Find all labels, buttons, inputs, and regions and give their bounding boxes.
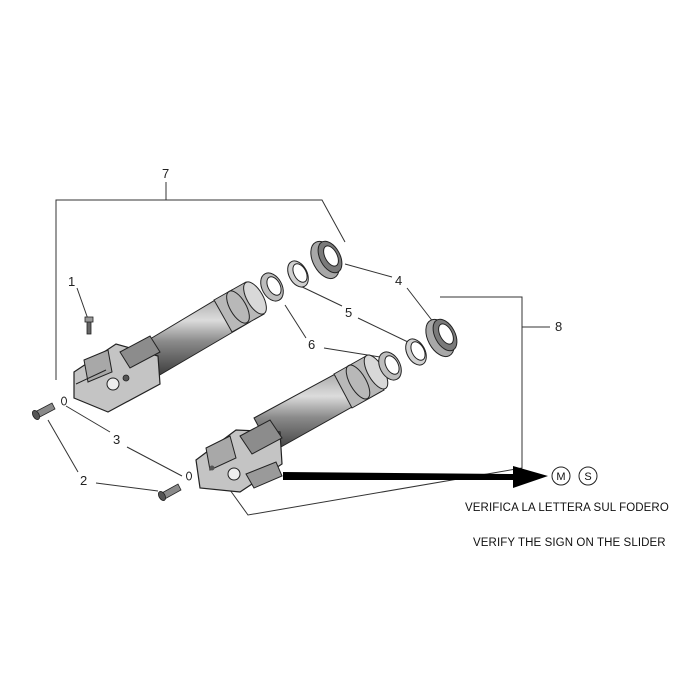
- marking-circles: M S: [551, 466, 598, 486]
- leader-lines: [47, 182, 550, 516]
- seal-set-lower: [378, 318, 458, 381]
- arrow-marking: [283, 466, 548, 488]
- callout-6: 6: [308, 337, 315, 352]
- callout-8: 8: [555, 319, 562, 334]
- callout-5: 5: [345, 305, 352, 320]
- marking-m-letter: M: [556, 471, 565, 483]
- callout-4: 4: [395, 273, 402, 288]
- marking-s-letter: S: [584, 471, 591, 483]
- left-fork-leg: [73, 281, 267, 413]
- caption-italian: VERIFICA LA LETTERA SUL FODERO: [465, 502, 669, 514]
- callout-3: 3: [113, 432, 120, 447]
- marking-s-circle: [578, 466, 598, 486]
- screw-2-left: [31, 396, 67, 420]
- callout-7: 7: [162, 166, 169, 181]
- right-fork-leg: [195, 354, 389, 493]
- screw-1: [84, 316, 94, 335]
- callout-numbers: 7 1 4 5 8 6 3 2: [68, 166, 562, 488]
- seal-set-upper: [260, 240, 343, 302]
- screw-2-right: [157, 471, 192, 501]
- callout-1: 1: [68, 274, 75, 289]
- marking-m-circle: [551, 466, 571, 486]
- caption-english: VERIFY THE SIGN ON THE SLIDER: [473, 537, 666, 549]
- callout-2: 2: [80, 473, 87, 488]
